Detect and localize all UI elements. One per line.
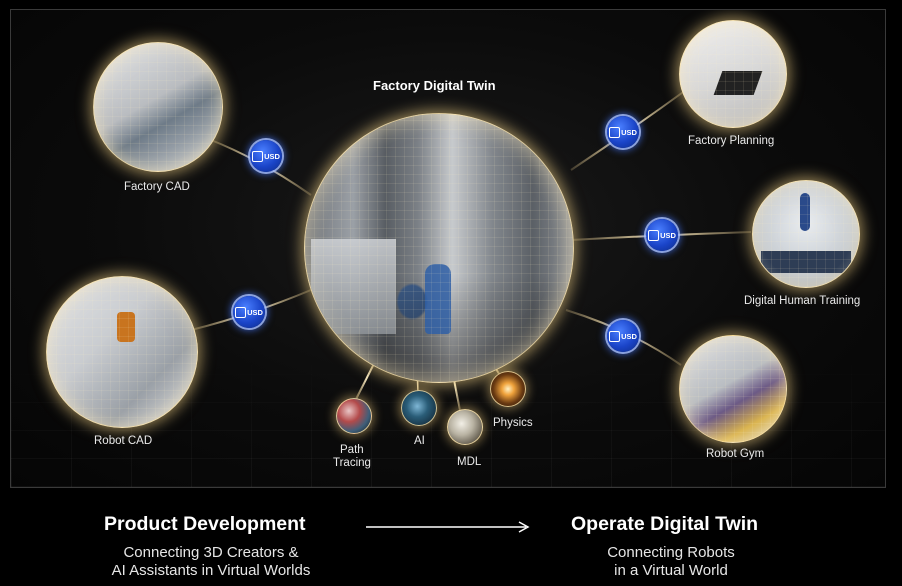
operate-digital-twin-title: Operate Digital Twin	[571, 513, 759, 535]
planning-machines	[713, 71, 763, 95]
usd-badge-robot-cad: USD	[233, 296, 265, 328]
factory-planning-label: Factory Planning	[688, 135, 775, 147]
factory-planning-image	[679, 20, 787, 128]
operate-digital-twin-subtitle-line2: in a Virtual World	[614, 562, 728, 579]
usd-badge-robot-gym: USD	[607, 320, 639, 352]
robot-gym-label: Robot Gym	[706, 448, 765, 460]
ai-sphere-icon	[401, 390, 437, 426]
path-tracing-label-line1: Path	[340, 444, 364, 456]
worker-figure	[425, 264, 451, 334]
factory-cad-image	[93, 42, 223, 172]
path-tracing-sphere-icon	[336, 398, 372, 434]
physics-sphere-icon	[490, 371, 526, 407]
operate-digital-twin-subtitle: Connecting Robots in a Virtual World	[580, 544, 762, 580]
product-development-subtitle-line1: Connecting 3D Creators &	[123, 544, 299, 561]
shelf-unit	[311, 239, 396, 334]
robot-arm-figure	[117, 312, 135, 342]
path-tracing-label-line2: Tracing	[333, 457, 371, 469]
usd-badge-factory-cad: USD	[250, 140, 282, 172]
usd-cube-icon	[609, 126, 621, 138]
center-title: Factory Digital Twin	[373, 78, 496, 93]
diagram-panel: Factory Digital Twin Factory CAD Robot C…	[10, 9, 886, 488]
usd-cube-icon	[235, 306, 247, 318]
digital-human-training-label: Digital Human Training	[744, 295, 861, 307]
digital-human-training-image	[752, 180, 860, 288]
usd-cube-icon	[648, 229, 660, 241]
mdl-label: MDL	[457, 456, 482, 468]
ai-label: AI	[414, 435, 425, 447]
robot-gym-image	[679, 335, 787, 443]
robot-cad-image	[46, 276, 198, 428]
product-development-title: Product Development	[104, 513, 306, 535]
usd-badge-factory-planning: USD	[607, 116, 639, 148]
product-development-subtitle-line2: AI Assistants in Virtual Worlds	[111, 562, 311, 579]
factory-cad-label: Factory CAD	[124, 181, 190, 193]
usd-cube-icon	[609, 330, 621, 342]
mdl-sphere-icon	[447, 409, 483, 445]
right-arrow-icon	[366, 521, 530, 533]
physics-label: Physics	[493, 417, 533, 429]
product-development-subtitle: Connecting 3D Creators & AI Assistants i…	[94, 544, 328, 580]
usd-badge-digital-human: USD	[646, 219, 678, 251]
usd-cube-icon	[252, 150, 264, 162]
human-figure	[800, 193, 810, 231]
factory-digital-twin-image	[304, 113, 574, 383]
training-bar	[761, 251, 851, 273]
robot-cad-label: Robot CAD	[94, 435, 153, 447]
operate-digital-twin-subtitle-line1: Connecting Robots	[607, 544, 735, 561]
